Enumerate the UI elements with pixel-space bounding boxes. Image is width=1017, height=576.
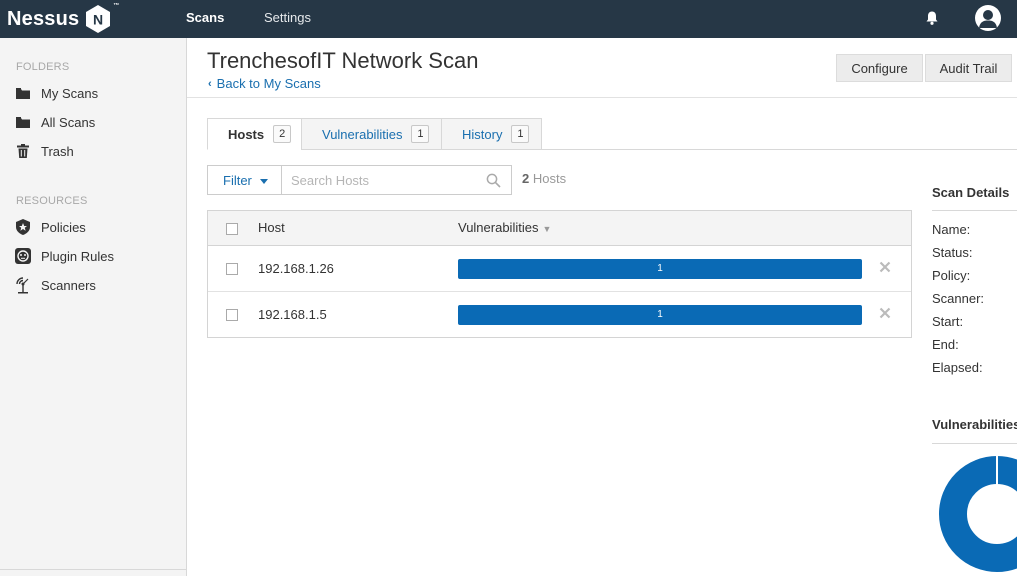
table-row[interactable]: 192.168.1.5 1	[208, 292, 911, 338]
filter-dropdown-button[interactable]: Filter	[207, 165, 282, 195]
vulnerability-bar[interactable]: 1	[458, 305, 862, 325]
sidebar-heading-resources: RESOURCES	[16, 195, 88, 207]
folder-icon	[15, 114, 31, 130]
sidebar-item-label: My Scans	[41, 85, 99, 101]
detail-label-end: End:	[932, 337, 959, 352]
sidebar-item-label: All Scans	[41, 114, 96, 130]
nav-scans[interactable]: Scans	[186, 10, 225, 25]
sidebar: FOLDERS My Scans All Scans Trash RESOURC…	[0, 38, 187, 576]
host-ip[interactable]: 192.168.1.26	[258, 261, 334, 276]
configure-button[interactable]: Configure	[836, 54, 923, 82]
vulnerability-bar[interactable]: 1	[458, 259, 862, 279]
row-checkbox[interactable]	[226, 263, 238, 275]
donut-ring	[939, 456, 1017, 572]
logo-trademark: ™	[113, 3, 120, 9]
detail-label-elapsed: Elapsed:	[932, 360, 983, 375]
tab-count-badge: 2	[273, 125, 292, 143]
tab-label: Hosts	[228, 126, 265, 142]
hosts-count: 2 Hosts	[522, 171, 566, 186]
detail-label-name: Name:	[932, 222, 971, 237]
column-header-vulnerabilities[interactable]: Vulnerabilities▼	[458, 220, 551, 235]
folder-icon	[15, 85, 31, 101]
vulnerability-count: 1	[657, 309, 663, 320]
scanner-radar-icon	[15, 277, 31, 294]
sidebar-footer	[0, 569, 186, 576]
sidebar-item-my-scans[interactable]: My Scans	[15, 82, 98, 104]
logo-badge-letter: N	[93, 12, 103, 28]
back-to-my-scans-link[interactable]: ‹ Back to My Scans	[208, 76, 321, 91]
detail-label-start: Start:	[932, 314, 964, 329]
search-hosts-input[interactable]	[291, 166, 481, 194]
trash-icon	[15, 143, 31, 159]
sidebar-item-label: Trash	[41, 143, 74, 159]
bell-icon[interactable]	[924, 10, 940, 26]
header-divider	[187, 97, 1017, 98]
sidebar-heading-folders: FOLDERS	[16, 61, 70, 73]
tab-label: History	[462, 126, 503, 142]
vulnerabilities-panel-title: Vulnerabilities	[932, 417, 1017, 432]
caret-down-icon	[259, 178, 268, 184]
tab-history[interactable]: History 1	[441, 118, 542, 150]
audit-trail-button[interactable]: Audit Trail	[925, 54, 1012, 82]
logo-hexagon-icon: N ™	[83, 3, 119, 34]
vulnerabilities-panel-divider	[932, 443, 1017, 444]
remove-host-icon[interactable]	[879, 307, 891, 319]
hosts-table: Host Vulnerabilities▼ 192.168.1.26 1 192…	[207, 210, 912, 338]
user-avatar-icon[interactable]	[975, 5, 1001, 31]
vulnerability-bar-fill	[458, 259, 862, 279]
remove-host-icon[interactable]	[879, 261, 891, 273]
chevron-left-icon: ‹	[208, 77, 212, 90]
search-hosts-box	[281, 165, 512, 195]
vulnerabilities-donut-chart[interactable]	[937, 454, 1017, 576]
filter-label: Filter	[223, 172, 252, 188]
tab-label: Vulnerabilities	[322, 126, 403, 142]
select-all-checkbox[interactable]	[226, 223, 238, 235]
tab-hosts[interactable]: Hosts 2	[207, 118, 302, 150]
hosts-count-label: Hosts	[532, 171, 567, 186]
sidebar-item-label: Plugin Rules	[41, 248, 114, 264]
sort-descending-icon: ▼	[542, 224, 552, 234]
sidebar-item-policies[interactable]: Policies	[15, 216, 86, 238]
row-checkbox[interactable]	[226, 309, 238, 321]
vulnerability-bar-fill	[458, 305, 862, 325]
detail-label-status: Status:	[932, 245, 973, 260]
sidebar-item-scanners[interactable]: Scanners	[15, 274, 96, 296]
hosts-count-number: 2	[522, 171, 530, 186]
tab-count-badge: 1	[511, 125, 530, 143]
top-bar: Nessus N ™ Scans Settings	[0, 0, 1017, 38]
vulnerability-count: 1	[657, 263, 663, 274]
logo-text: Nessus	[7, 7, 80, 30]
sidebar-item-label: Scanners	[41, 277, 96, 293]
column-header-label: Vulnerabilities	[458, 220, 539, 235]
sidebar-item-plugin-rules[interactable]: Plugin Rules	[15, 245, 114, 267]
back-link-label: Back to My Scans	[216, 76, 321, 91]
table-header: Host Vulnerabilities▼	[208, 211, 911, 246]
sidebar-item-trash[interactable]: Trash	[15, 140, 74, 162]
detail-label-scanner: Scanner:	[932, 291, 985, 306]
page-title: TrenchesofIT Network Scan	[207, 48, 479, 73]
sidebar-item-all-scans[interactable]: All Scans	[15, 111, 95, 133]
scan-details-divider	[932, 210, 1017, 211]
table-row[interactable]: 192.168.1.26 1	[208, 246, 911, 292]
detail-label-policy: Policy:	[932, 268, 971, 283]
policy-shield-icon	[15, 219, 31, 235]
column-header-host[interactable]: Host	[258, 220, 285, 235]
nessus-logo[interactable]: Nessus N ™	[7, 3, 119, 35]
nav-settings[interactable]: Settings	[264, 10, 311, 25]
tab-vulnerabilities[interactable]: Vulnerabilities 1	[301, 118, 442, 150]
tab-count-badge: 1	[411, 125, 430, 143]
sidebar-item-label: Policies	[41, 219, 86, 235]
host-ip[interactable]: 192.168.1.5	[258, 307, 327, 322]
tabs-baseline	[207, 149, 1017, 150]
plugin-rules-icon	[15, 248, 31, 264]
scan-details-title: Scan Details	[932, 185, 1010, 200]
search-icon[interactable]	[486, 173, 501, 188]
